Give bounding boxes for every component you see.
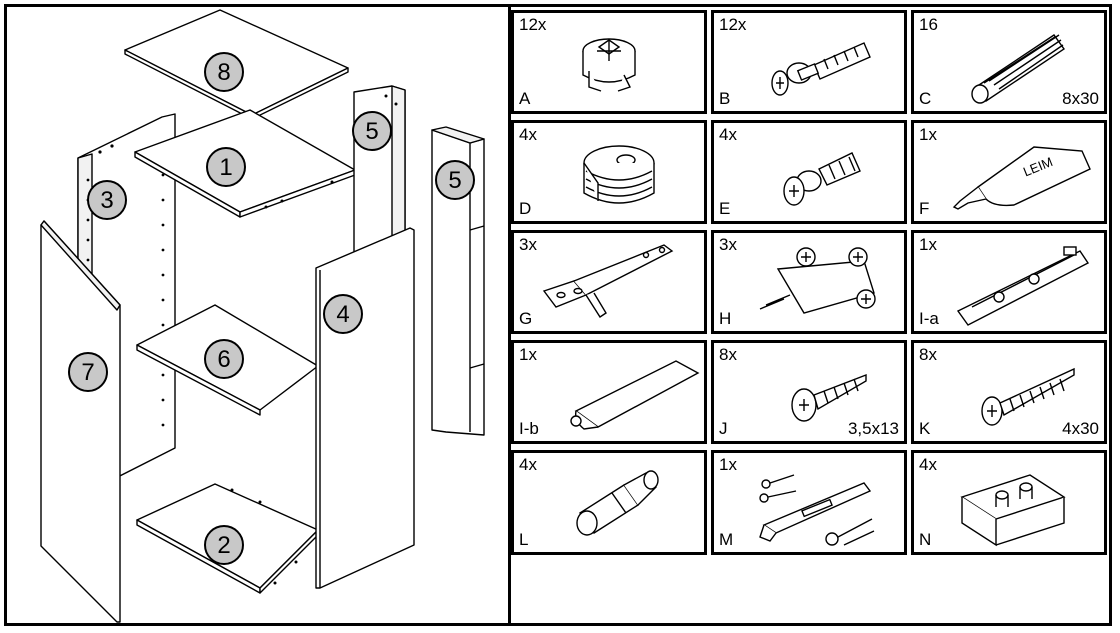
part-size: 8x30 <box>1062 89 1099 108</box>
push-latch-plate-icon <box>956 246 1090 326</box>
part-quantity: 1x <box>919 125 937 144</box>
panel-badge-3: 3 <box>87 180 127 220</box>
diagram-frame <box>4 4 1112 626</box>
part-quantity: 3x <box>719 235 737 254</box>
part-quantity: 4x <box>519 125 537 144</box>
part-letter: B <box>719 89 731 108</box>
part-letter: I-b <box>519 419 539 438</box>
part-size: 3,5x13 <box>847 419 899 438</box>
part-cell-a: 12x A <box>511 10 707 114</box>
part-quantity: 1x <box>719 455 737 474</box>
wall-bracket-icon <box>759 474 875 546</box>
part-quantity: 4x <box>719 125 737 144</box>
part-letter: L <box>519 530 529 549</box>
panel-badge-6: 6 <box>204 339 244 379</box>
svg-text:8: 8 <box>217 59 230 86</box>
panel-5-back-strip <box>353 85 406 257</box>
part-cell-g: 3x G <box>511 230 707 334</box>
panel-badge-1: 1 <box>206 147 246 187</box>
panel-badge-5b: 5 <box>435 160 475 200</box>
part-quantity: 3x <box>519 235 537 254</box>
part-cell-l: 4x L <box>511 450 707 555</box>
panel-badge-5a: 5 <box>352 111 392 151</box>
svg-text:5: 5 <box>448 167 461 194</box>
panel-badges: 8 1 3 5 5 4 6 7 2 <box>68 52 475 565</box>
svg-text:2: 2 <box>217 532 230 559</box>
frame-divider <box>508 4 511 626</box>
svg-text:5: 5 <box>365 118 378 145</box>
part-letter: D <box>519 199 532 218</box>
part-letter: E <box>719 199 731 218</box>
part-cell-i-a: 1x I-a <box>911 230 1107 334</box>
short-cam-bolt-icon <box>783 152 861 206</box>
hinge-icon <box>542 244 674 318</box>
panel-badge-8: 8 <box>204 52 244 92</box>
plastic-connector-icon <box>583 145 655 204</box>
part-cell-c: 16 C 8x30 <box>911 10 1107 114</box>
svg-text:3: 3 <box>100 187 113 214</box>
part-cell-j: 8x J 3,5x13 <box>711 340 907 444</box>
svg-text:7: 7 <box>81 359 94 386</box>
panel-7-door <box>40 220 121 623</box>
part-quantity: 12x <box>719 15 747 34</box>
part-letter: H <box>719 309 732 328</box>
part-cell-e: 4x E <box>711 120 907 224</box>
panel-4-right-side <box>315 227 415 589</box>
part-cell-n: 4x N <box>911 450 1107 555</box>
mounting-plate-icon <box>759 247 876 314</box>
part-quantity: 1x <box>519 345 537 364</box>
part-cell-i-b: 1x I-b <box>511 340 707 444</box>
part-letter: M <box>719 530 734 549</box>
svg-text:4: 4 <box>336 301 349 328</box>
part-quantity: 8x <box>719 345 737 364</box>
part-cell-f: LEIM 1x F <box>911 120 1107 224</box>
part-letter: C <box>919 89 932 108</box>
push-latch-icon <box>570 360 700 430</box>
part-cell-m: 1x M <box>711 450 907 555</box>
part-letter: J <box>719 419 728 438</box>
part-cell-b: 12x B <box>711 10 907 114</box>
panel-badge-2: 2 <box>204 525 244 565</box>
part-quantity: 8x <box>919 345 937 364</box>
part-cell-k: 8x K 4x30 <box>911 340 1107 444</box>
wooden-dowel-icon <box>971 34 1065 104</box>
part-letter: K <box>919 419 931 438</box>
short-screw-icon <box>791 373 867 422</box>
part-letter: G <box>519 309 533 328</box>
furniture-foot-icon <box>960 474 1066 547</box>
part-quantity: 16 <box>919 15 938 34</box>
part-letter: F <box>919 199 930 218</box>
part-letter: I-a <box>919 309 939 328</box>
glue-tube-icon: LEIM <box>952 146 1091 210</box>
panel-5-back-rail <box>431 126 485 436</box>
cam-lock-icon <box>582 38 636 92</box>
long-screw-icon <box>981 367 1075 426</box>
exploded-assembly-view: 8 1 3 5 5 4 6 7 2 <box>40 9 485 623</box>
shelf-pin-icon <box>576 470 659 536</box>
part-size: 4x30 <box>1062 419 1099 438</box>
svg-text:6: 6 <box>217 346 230 373</box>
part-quantity: 4x <box>519 455 537 474</box>
hardware-parts-grid: 12x A 12x B 16 C 8x30 <box>511 10 1107 555</box>
part-letter: A <box>519 89 531 108</box>
part-quantity: 1x <box>919 235 937 254</box>
part-cell-h: 3x H <box>711 230 907 334</box>
part-letter: N <box>919 530 932 549</box>
panel-badge-7: 7 <box>68 352 108 392</box>
svg-text:1: 1 <box>219 154 232 181</box>
part-cell-d: 4x D <box>511 120 707 224</box>
part-quantity: 4x <box>919 455 937 474</box>
part-quantity: 12x <box>519 15 547 34</box>
cam-bolt-icon <box>771 42 871 96</box>
panel-badge-4: 4 <box>323 294 363 334</box>
